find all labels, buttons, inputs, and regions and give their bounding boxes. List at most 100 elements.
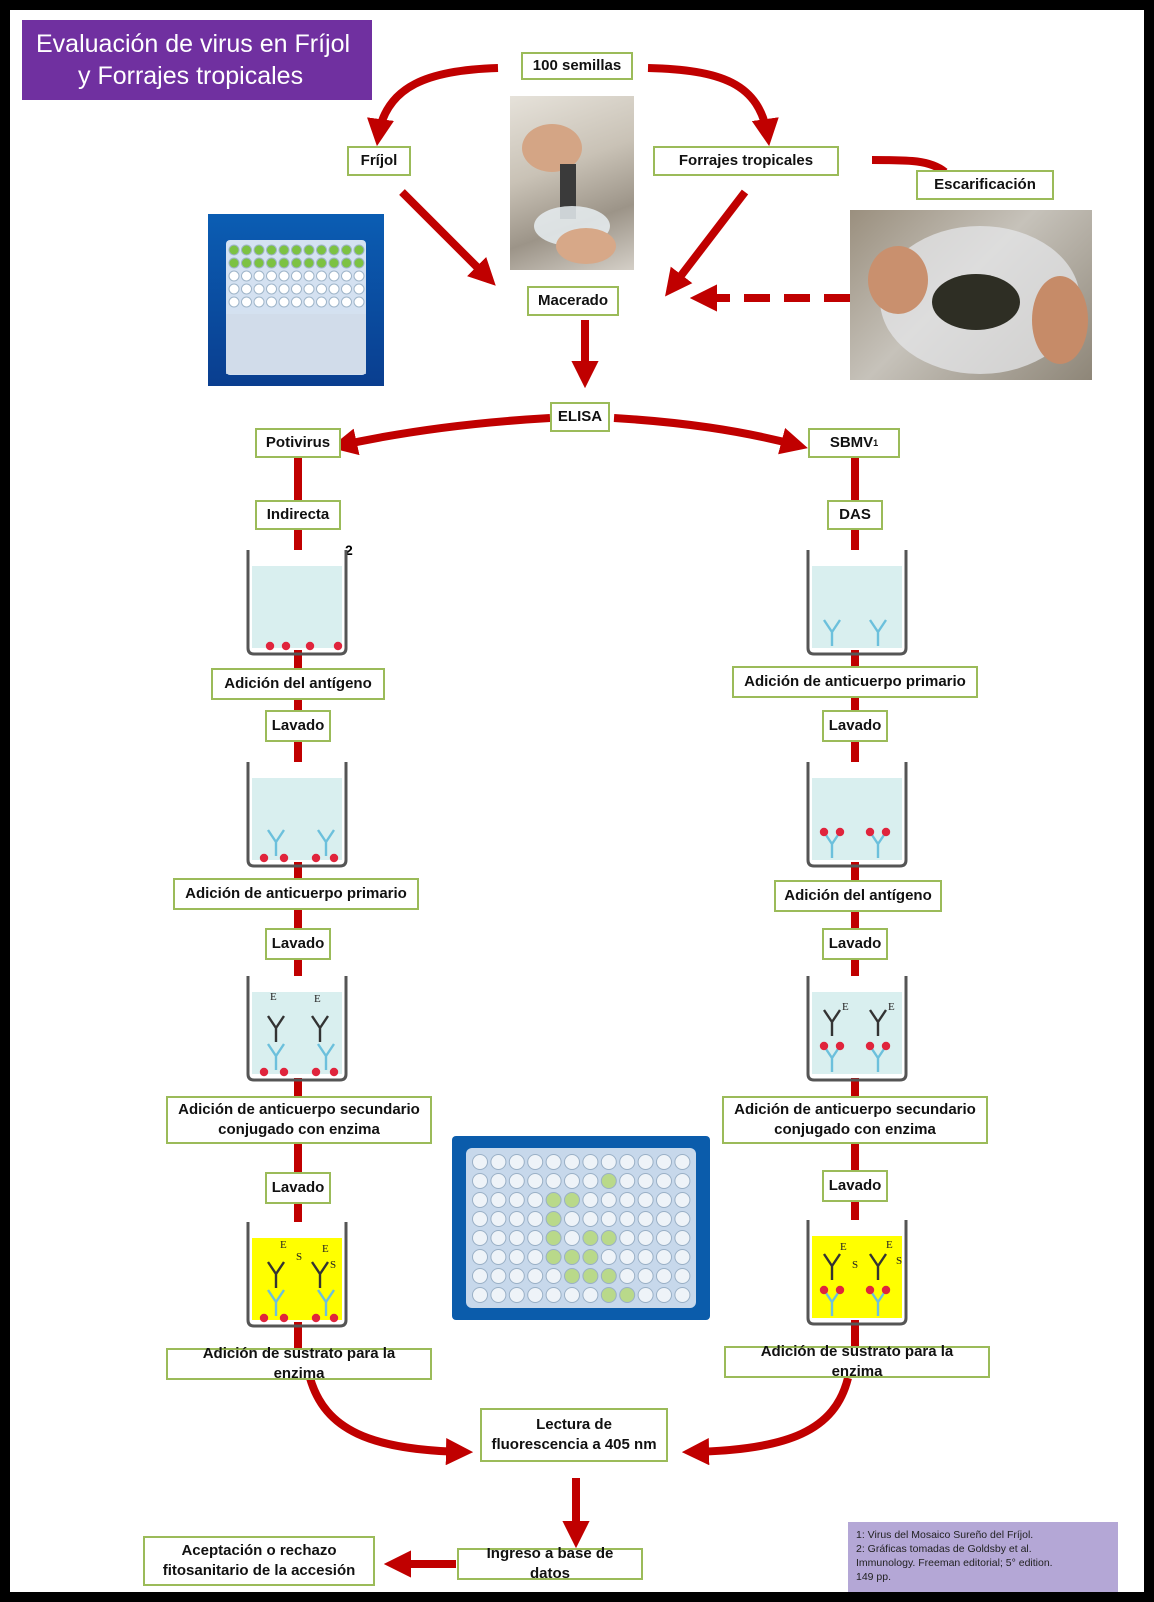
plate-well	[582, 1154, 599, 1170]
plate-well	[619, 1230, 636, 1246]
tube-top	[253, 244, 265, 256]
antibody	[267, 829, 285, 856]
plate-well	[582, 1268, 599, 1284]
antigen-dot	[311, 1313, 321, 1323]
right-step-add-substrate: Adición de sustrato para la enzima	[724, 1343, 990, 1380]
tube-top	[316, 270, 327, 282]
plate-well	[600, 1230, 617, 1246]
antigen-dot	[259, 853, 269, 863]
well-mark-label: E	[888, 1001, 895, 1013]
arrow-elisa-to-sbmv	[613, 414, 808, 455]
tube-top	[228, 244, 240, 256]
seeds-label: 100 semillas	[532, 56, 622, 74]
elisa-box: ELISA	[550, 402, 610, 432]
arrow-right-to-lectura	[681, 1376, 852, 1466]
potivirus-box: Potivirus	[255, 428, 341, 458]
plate-well	[472, 1287, 488, 1303]
antibody	[869, 619, 887, 646]
antibody	[267, 1261, 285, 1288]
plate-well	[656, 1211, 672, 1227]
left-step-primary-antibody: Adición de anticuerpo primario	[173, 878, 419, 910]
left-step-wash-1: Lavado	[265, 710, 331, 742]
plate-well	[545, 1230, 562, 1246]
well-wall	[246, 550, 348, 656]
macerado-box: Macerado	[527, 286, 619, 316]
well-mark-label: E	[280, 1239, 287, 1251]
plate-well	[656, 1173, 672, 1189]
well-mark-label: E	[322, 1243, 329, 1255]
plate-well	[508, 1268, 525, 1284]
well-liquid	[252, 992, 342, 1074]
antigen-dot	[835, 827, 845, 837]
tube-top	[291, 296, 302, 308]
antibody	[311, 1015, 329, 1042]
indirecta-box: Indirecta	[255, 500, 341, 530]
well-mark-label: S	[896, 1255, 902, 1267]
tube-top	[291, 257, 302, 269]
plate-well	[545, 1192, 562, 1208]
tube-top	[266, 270, 277, 282]
tube-top	[341, 257, 352, 269]
well-liquid	[812, 566, 902, 648]
plate-well	[656, 1268, 672, 1284]
tube-top	[291, 283, 302, 295]
arrow-seeds-to-frijol	[367, 64, 499, 147]
left-step-add-antigen: Adición del antígeno	[211, 668, 385, 700]
left-step-add-antigen-label: Adición del antígeno	[224, 674, 372, 692]
plate-well	[527, 1192, 544, 1208]
frijol-label: Fríjol	[360, 151, 398, 169]
tube-top	[341, 244, 352, 256]
tube-top	[341, 283, 352, 295]
tube-top	[241, 257, 252, 269]
lectura-line-2: fluorescencia a 405 nm	[491, 1436, 657, 1453]
arrow-forrajes-to-macerado	[665, 189, 749, 297]
plate-well	[674, 1249, 691, 1265]
plate-well	[637, 1211, 654, 1227]
plate-well	[637, 1249, 654, 1265]
tube-top	[316, 296, 327, 308]
plate-well	[508, 1211, 525, 1227]
footnote-2-cont-1: Immunology. Freeman editorial; 5° editio…	[856, 1557, 1053, 1569]
macerado-label: Macerado	[537, 291, 609, 309]
plate-well	[472, 1268, 488, 1284]
left-step-wash-3-label: Lavado	[271, 1178, 325, 1196]
plate-well	[619, 1287, 636, 1303]
plate-well	[619, 1211, 636, 1227]
plate-well	[637, 1154, 654, 1170]
plate-well	[582, 1287, 599, 1303]
antigen-dot	[259, 1313, 269, 1323]
lectura-line-1: Lectura de	[536, 1415, 612, 1433]
frijol-box: Fríjol	[347, 146, 411, 176]
tube-top	[266, 244, 277, 256]
well-wall	[806, 976, 908, 1082]
plate-well	[508, 1287, 525, 1303]
antigen-dot	[329, 853, 339, 863]
plate-well	[490, 1230, 507, 1246]
antigen-dot	[311, 1067, 321, 1077]
plate-well	[527, 1287, 544, 1303]
antibody	[823, 619, 841, 646]
plate-well	[582, 1211, 599, 1227]
left-step-secondary-antibody-line-2: conjugado con enzima	[218, 1121, 380, 1138]
sbmv-label: SBMV	[829, 433, 874, 451]
footnote-2-cont-2: 149 pp.	[856, 1571, 892, 1583]
left-step-secondary-antibody: Adición de anticuerpo secundario conjuga…	[166, 1096, 432, 1144]
tube-top	[328, 244, 340, 256]
left-step-wash-2-label: Lavado	[271, 934, 325, 952]
elisa-label: ELISA	[557, 407, 603, 425]
tube-top	[328, 257, 340, 269]
antibody	[869, 1009, 887, 1036]
ingreso-box: Ingreso a base de datos	[457, 1545, 643, 1582]
tube-top	[278, 244, 290, 256]
left-step-secondary-antibody-line-1: Adición de anticuerpo secundario	[178, 1100, 420, 1118]
plate-well	[619, 1268, 636, 1284]
plate-well	[637, 1173, 654, 1189]
antibody	[317, 1043, 335, 1070]
antigen-dot	[329, 1067, 339, 1077]
plate-well	[564, 1249, 580, 1265]
plate-well	[600, 1287, 617, 1303]
